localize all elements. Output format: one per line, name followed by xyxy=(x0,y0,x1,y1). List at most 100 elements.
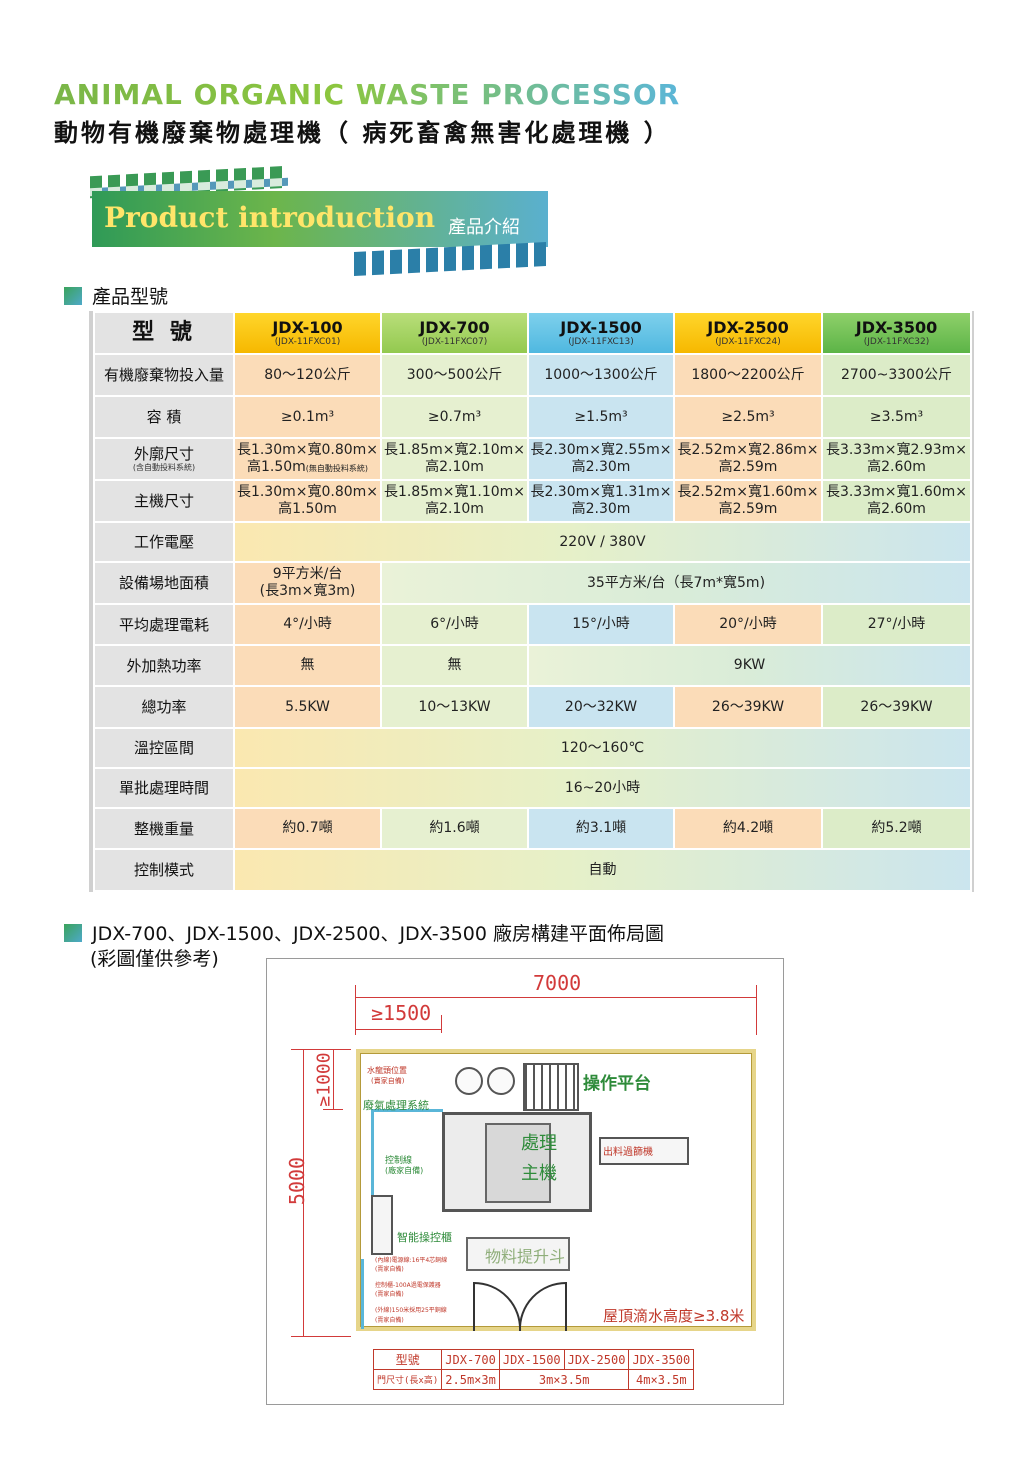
row-label-volume: 容 積 xyxy=(93,395,235,439)
pipe xyxy=(361,1259,364,1329)
row-label-total-power: 總功率 xyxy=(93,685,235,729)
fan-icon xyxy=(455,1067,483,1095)
table-cell: 約0.7噸 xyxy=(233,807,382,850)
cable3-note: (賣家自備) xyxy=(375,1317,404,1324)
table-cell: 26～39KW xyxy=(821,685,972,729)
table-cell: 門尺寸(長x高) xyxy=(372,1369,443,1390)
dim-tick xyxy=(355,985,356,1035)
table-cell-span: 120～160℃ xyxy=(233,727,972,769)
main-machine xyxy=(442,1112,592,1212)
door-icon xyxy=(473,1281,567,1332)
model-header-2: JDX-700(JDX-11FXC07) xyxy=(380,311,529,355)
row-label-main-size: 主機尺寸 xyxy=(93,479,235,523)
pipe xyxy=(371,1109,443,1112)
table-cell: 2.5m×3m xyxy=(441,1369,500,1390)
table-cell: 約3.1噸 xyxy=(527,807,675,850)
table-row-heating: 外加熱功率 無 無 9KW xyxy=(93,644,972,687)
exhaust-label: 廢氣處理系統 xyxy=(363,1099,429,1112)
table-cell: 80～120公斤 xyxy=(233,353,382,397)
dim-width-label: 7000 xyxy=(533,971,582,995)
product-intro-banner: Product introduction 產品介紹 xyxy=(90,165,550,277)
cabinet-label: 智能操控櫃 xyxy=(397,1231,452,1244)
table-cell-span: 220V / 380V xyxy=(233,521,972,563)
table-cell-span: 35平方米/台（長7m*寬5m) xyxy=(380,561,972,605)
cable1-label: (內線)電源線:16平4芯銅線 xyxy=(375,1257,448,1264)
table-cell: 3m×3.5m xyxy=(498,1369,630,1390)
table-cell: 長1.85m×寬2.10m×高2.10m xyxy=(380,437,529,481)
table-cell: 27°/小時 xyxy=(821,603,972,646)
table-cell: ≥1.5m³ xyxy=(527,395,675,439)
table-cell-span: 16~20小時 xyxy=(233,767,972,809)
table-cell: ≥3.5m³ xyxy=(821,395,972,439)
model-header-4: JDX-2500(JDX-11FXC24) xyxy=(673,311,823,355)
table-cell: 4m×3.5m xyxy=(628,1369,695,1390)
table-cell: 約1.6噸 xyxy=(380,807,529,850)
table-cell: JDX-3500 xyxy=(628,1349,695,1370)
door-size-table: 型號 JDX-700 JDX-1500 JDX-2500 JDX-3500 門尺… xyxy=(372,1349,695,1390)
table-cell: ≥0.7m³ xyxy=(380,395,529,439)
english-title: ANIMAL ORGANIC WASTE PROCESSOR xyxy=(54,78,681,111)
table-cell: JDX-700 xyxy=(441,1349,500,1370)
table-cell: 長2.30m×寬1.31m×高2.30m xyxy=(527,479,675,523)
table-row-total-power: 總功率 5.5KW 10～13KW 20～32KW 26～39KW 26～39K… xyxy=(93,685,972,729)
table-cell-span: 9KW xyxy=(527,644,972,687)
table-row-outer-size: 外廓尺寸(含自動投料系統) 長1.30m×寬0.80m×高1.50m(無自動投料… xyxy=(93,437,972,481)
table-cell: 6°/小時 xyxy=(380,603,529,646)
outlet-sieve xyxy=(599,1137,689,1165)
banner-bar: Product introduction 產品介紹 xyxy=(92,191,548,247)
table-cell: 長3.33m×寬2.93m×高2.60m xyxy=(821,437,972,481)
table-cell: 15°/小時 xyxy=(527,603,675,646)
water-tap-note: (賣家自備) xyxy=(371,1077,405,1085)
dim-tick xyxy=(291,1049,351,1050)
pipe xyxy=(371,1109,374,1195)
section-square-icon xyxy=(64,923,82,942)
row-label-input: 有機廢棄物投入量 xyxy=(93,353,235,397)
row-label-outer: 外廓尺寸(含自動投料系統) xyxy=(93,437,235,481)
checker-pattern-bottom xyxy=(354,241,546,277)
table-cell: ≥2.5m³ xyxy=(673,395,823,439)
table-cell: 長1.85m×寬1.10m×高2.10m xyxy=(380,479,529,523)
dim-tick xyxy=(291,1336,351,1337)
dim-line-min-w xyxy=(355,1029,441,1030)
row-label-batch: 單批處理時間 xyxy=(93,767,235,809)
table-row-area: 設備場地面積 9平方米/台(長3m×寬3m) 35平方米/台（長7m*寬5m) xyxy=(93,561,972,605)
table-cell: 長2.52m×寬1.60m×高2.59m xyxy=(673,479,823,523)
table-cell: 無 xyxy=(233,644,382,687)
main-machine-label-2: 主機 xyxy=(521,1163,557,1184)
dim-min-height-label: ≥1000 xyxy=(313,1052,335,1107)
table-row-power-use: 平均處理電耗 4°/小時 6°/小時 15°/小時 20°/小時 27°/小時 xyxy=(93,603,972,646)
roof-height-label: 屋頂滴水高度≥3.8米 xyxy=(603,1307,745,1325)
main-machine-label-1: 處理 xyxy=(521,1133,557,1154)
model-label: 型 號 xyxy=(93,311,235,355)
table-cell: 5.5KW xyxy=(233,685,382,729)
table-cell: 長2.30m×寬2.55m×高2.30m xyxy=(527,437,675,481)
model-header-3: JDX-1500(JDX-11FXC13) xyxy=(527,311,675,355)
table-cell: 長1.30m×寬0.80m×高1.50m(無自動投料系統) xyxy=(233,437,382,481)
table-cell: 長2.52m×寬2.86m×高2.59m xyxy=(673,437,823,481)
table-cell: 20°/小時 xyxy=(673,603,823,646)
dim-line-left xyxy=(303,1049,304,1337)
section-square-icon xyxy=(64,286,82,305)
section-model-heading: 產品型號 xyxy=(64,282,168,309)
dim-line-top xyxy=(355,997,757,998)
table-cell: 300～500公斤 xyxy=(380,353,529,397)
table-cell: 型號 xyxy=(372,1349,443,1370)
table-cell: 10～13KW xyxy=(380,685,529,729)
dim-tick xyxy=(441,1015,442,1033)
control-line-label: 控制線 xyxy=(385,1156,413,1166)
chinese-title: 動物有機廢棄物處理機（ 病死畜禽無害化處理機 ） xyxy=(54,119,671,147)
table-cell: 長3.33m×寬1.60m×高2.60m xyxy=(821,479,972,523)
lift-label: 物料提升斗 xyxy=(485,1247,566,1266)
cable2-label: 控制櫃-100A過電保護器 xyxy=(375,1282,441,1289)
machine-chamber xyxy=(485,1123,551,1203)
table-row: 門尺寸(長x高) 2.5m×3m 3m×3.5m 4m×3.5m xyxy=(372,1369,695,1390)
table-row-input: 有機廢棄物投入量 80～120公斤 300～500公斤 1000～1300公斤 … xyxy=(93,353,972,397)
dim-line-min-h xyxy=(333,1049,334,1109)
table-row-batch: 單批處理時間 16~20小時 xyxy=(93,767,972,809)
cable2-note: (賣家自備) xyxy=(375,1291,404,1298)
table-row-weight: 整機重量 約0.7噸 約1.6噸 約3.1噸 約4.2噸 約5.2噸 xyxy=(93,807,972,850)
table-row-temp: 溫控區間 120～160℃ xyxy=(93,727,972,769)
model-header-5: JDX-3500(JDX-11FXC32) xyxy=(821,311,972,355)
table-row-models: 型 號 JDX-100(JDX-11FXC01) JDX-700(JDX-11F… xyxy=(93,311,972,355)
platform-label: 操作平台 xyxy=(583,1074,651,1094)
